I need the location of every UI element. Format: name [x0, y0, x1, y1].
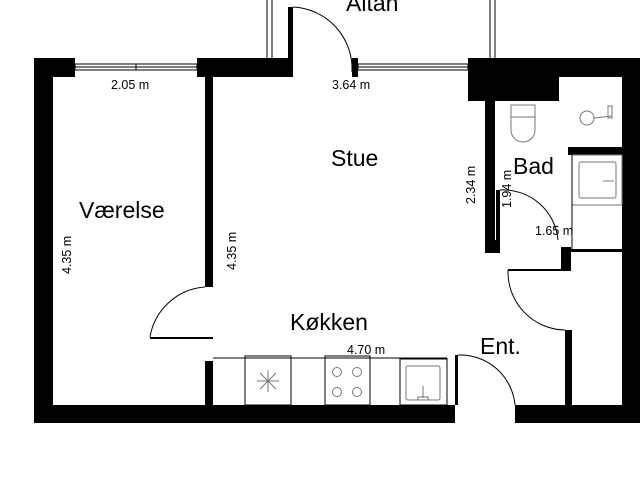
- stove-icon: [324, 355, 371, 406]
- dimension-bedroom-width: 2.05 m: [111, 78, 149, 92]
- window-living: [357, 63, 469, 71]
- room-label-bedroom: Værelse: [79, 197, 165, 223]
- door-entrance: [457, 354, 516, 406]
- dimension-kitchen-width: 4.70 m: [347, 343, 385, 357]
- room-label-entrance: Ent.: [480, 333, 521, 359]
- door-entrance-hall: [507, 269, 566, 331]
- room-label-bath: Bad: [513, 153, 554, 179]
- dimension-bedroom-length: 4.35 m: [60, 236, 74, 274]
- dimension-bath-length: 1.94 m: [500, 170, 514, 208]
- door-bedroom: [149, 286, 206, 338]
- dishwasher-icon: [244, 355, 292, 406]
- kitchen-counter: [213, 357, 448, 405]
- balcony-railing: [266, 0, 496, 58]
- dimension-hall-length: 2.34 m: [464, 166, 478, 204]
- bath-sink-icon: [571, 154, 623, 250]
- door-bath: [496, 189, 559, 241]
- kitchen-sink-icon: [399, 358, 448, 406]
- room-label-kitchen: Køkken: [290, 309, 368, 335]
- room-label-balcony: Altan: [346, 0, 398, 16]
- dimension-living-length: 4.35 m: [225, 232, 239, 270]
- walls: [34, 58, 640, 423]
- toilet-icon: [510, 104, 536, 143]
- dimension-bath-width: 1.65 m: [535, 224, 573, 238]
- room-label-living: Stue: [331, 145, 378, 171]
- window-bedroom: [74, 63, 198, 71]
- dimension-living-width: 3.64 m: [332, 78, 370, 92]
- door-balcony: [288, 6, 353, 77]
- shower-icon: [579, 105, 613, 126]
